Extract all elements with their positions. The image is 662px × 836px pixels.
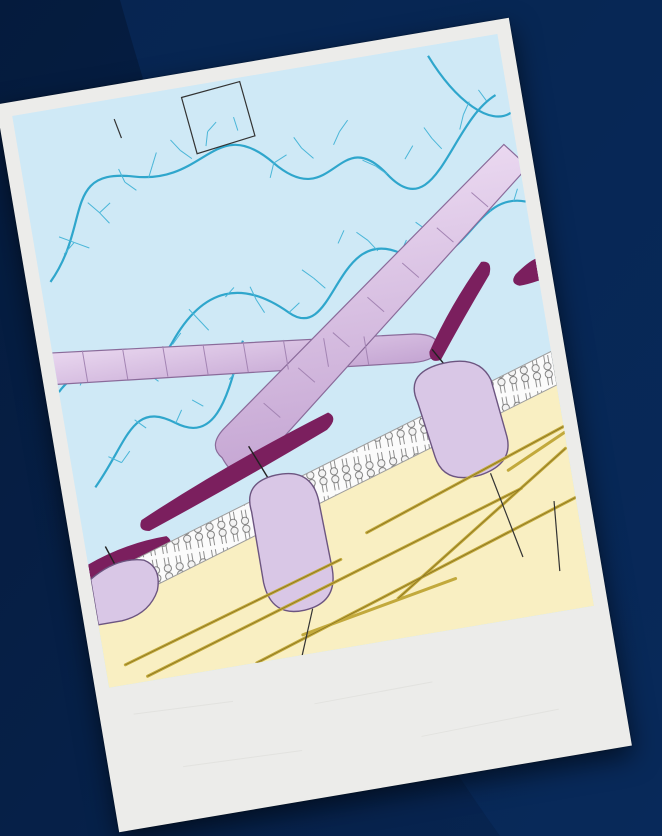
illustration-svg — [12, 34, 594, 688]
membrane-illustration — [12, 34, 594, 688]
